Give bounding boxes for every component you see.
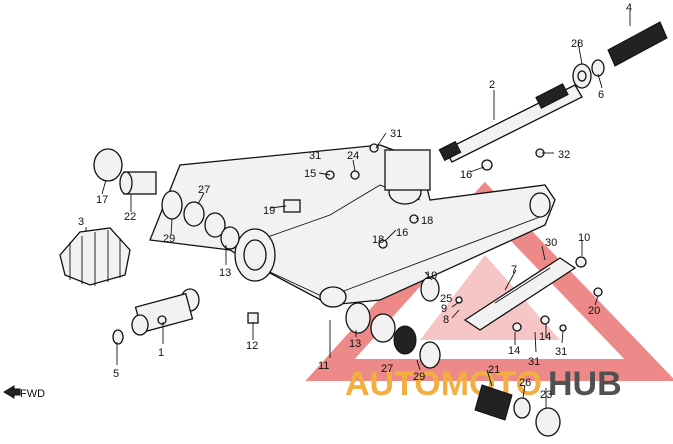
part-label: 8 xyxy=(443,314,449,326)
part-label: 21 xyxy=(488,364,500,376)
part-label: 5 xyxy=(113,368,119,380)
part-label: 9 xyxy=(441,303,447,315)
part-label: 13 xyxy=(349,338,361,350)
pivot-parts-right xyxy=(345,276,441,369)
small-fasteners xyxy=(325,143,603,332)
part-label: 20 xyxy=(588,305,600,317)
part-label: 7 xyxy=(511,264,517,276)
part-label: 12 xyxy=(246,340,258,352)
part-label: 19 xyxy=(263,205,275,217)
part-label: 3 xyxy=(78,216,84,228)
leader-lines xyxy=(85,10,631,408)
watermark-text-automoto: AUTOMOTO xyxy=(345,365,542,403)
part-label: 11 xyxy=(318,360,329,372)
part-label: 6 xyxy=(598,89,604,101)
part-label: 28 xyxy=(571,38,583,50)
part-label: 31 xyxy=(555,346,567,358)
part-label: 26 xyxy=(519,377,531,389)
swingarm xyxy=(149,144,556,308)
drive-shaft xyxy=(438,83,583,163)
part-label: 16 xyxy=(460,169,472,181)
watermark-text-hub: HUB xyxy=(548,365,622,403)
part-label: 2 xyxy=(489,79,495,91)
part-label: 31 xyxy=(528,356,540,368)
part-label: 31 xyxy=(390,128,402,140)
part-label: 27 xyxy=(198,184,210,196)
part-label: 18 xyxy=(372,234,384,246)
part-label: 29 xyxy=(413,371,425,383)
part-label: 30 xyxy=(545,237,557,249)
part-label: 15 xyxy=(304,168,316,180)
part-label: 18 xyxy=(421,215,433,227)
part-label: 29 xyxy=(163,233,175,245)
part-label: 13 xyxy=(219,267,231,279)
part-label: 4 xyxy=(626,2,632,14)
part-label: 27 xyxy=(381,363,393,375)
rubber-boot xyxy=(59,227,131,286)
part-label: 1 xyxy=(158,347,164,359)
part-label: 23 xyxy=(540,389,552,401)
part-label: 32 xyxy=(558,149,570,161)
part-label: 24 xyxy=(347,150,359,162)
chain-guard xyxy=(463,257,577,331)
fwd-arrow: FWD xyxy=(3,385,45,400)
end-cap-parts xyxy=(474,384,561,437)
fwd-label: FWD xyxy=(20,388,45,400)
part-label: 17 xyxy=(96,194,108,206)
pivot-parts-left xyxy=(93,148,301,324)
spring xyxy=(572,21,668,89)
part-label: 10 xyxy=(578,232,590,244)
part-label: 22 xyxy=(124,211,136,223)
part-label: 16 xyxy=(396,227,408,239)
part-label: 25 xyxy=(440,293,452,305)
part-label: 14 xyxy=(508,345,520,357)
part-label: 31 xyxy=(309,150,321,162)
part-label: 14 xyxy=(539,331,551,343)
universal-joint xyxy=(112,288,200,345)
part-labels: 1 2 3 4 5 6 7 8 9 10 11 12 13 13 14 14 1… xyxy=(78,2,632,401)
part-label: 19 xyxy=(425,270,437,282)
